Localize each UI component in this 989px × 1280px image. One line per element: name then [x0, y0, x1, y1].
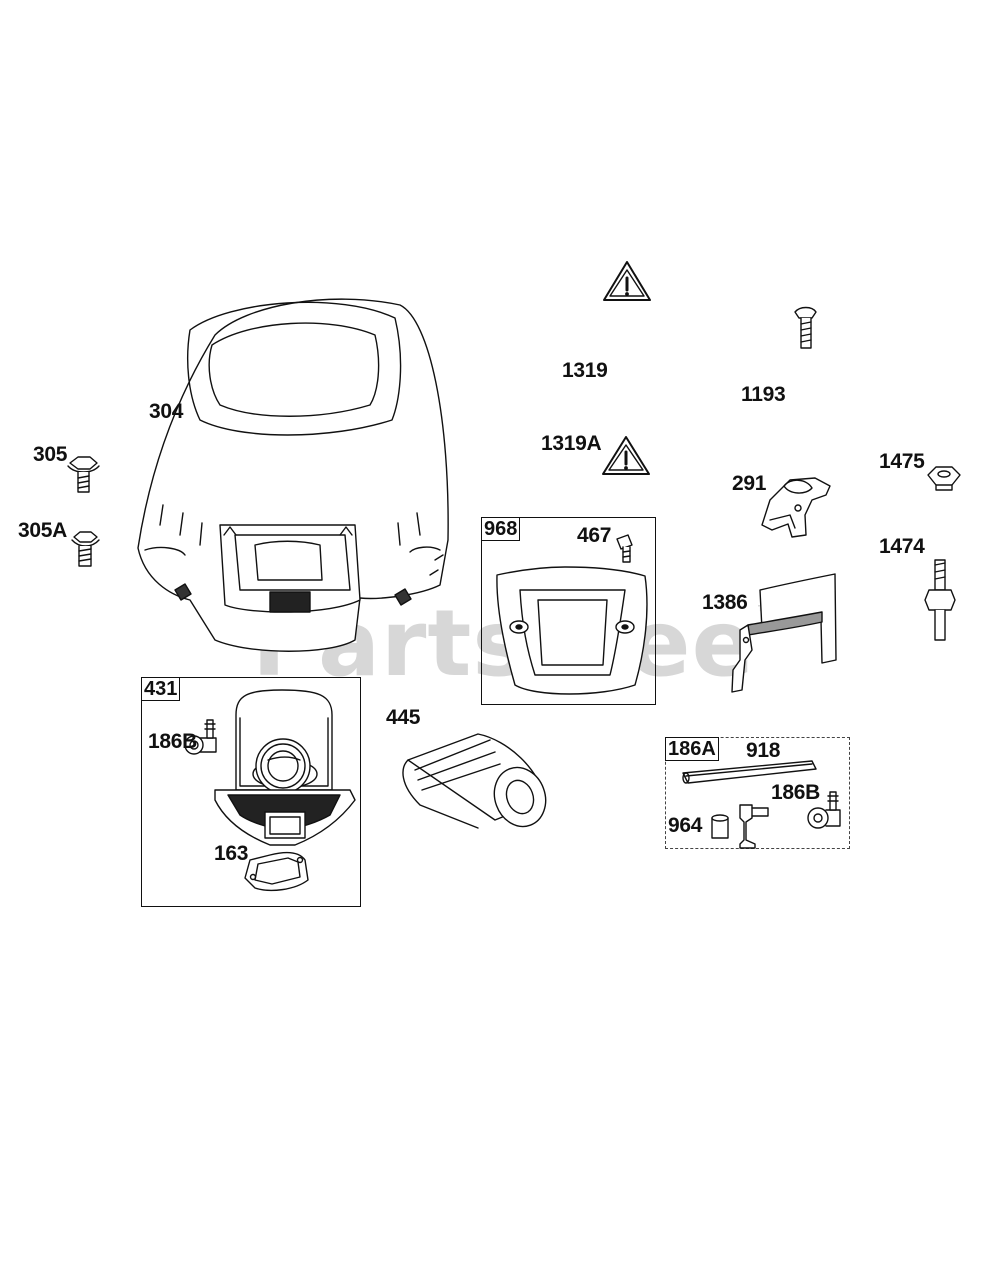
- group-box-186a: [665, 737, 850, 849]
- part-label-918[interactable]: 918: [746, 739, 781, 762]
- nut-1475[interactable]: [927, 466, 961, 491]
- sleeve-964[interactable]: [711, 814, 729, 839]
- bracket-1386[interactable]: [731, 573, 837, 693]
- bolt-305a[interactable]: [71, 531, 100, 567]
- elbow-fitting-186b-right[interactable]: [807, 791, 841, 829]
- part-label-305[interactable]: 305: [33, 443, 68, 466]
- fitting-middle[interactable]: [739, 804, 769, 849]
- part-label-964[interactable]: 964: [668, 814, 703, 837]
- part-label-445[interactable]: 445: [386, 706, 421, 729]
- bolt-305[interactable]: [67, 456, 100, 493]
- group-tag-186a[interactable]: 186A: [665, 737, 719, 761]
- part-label-163[interactable]: 163: [214, 842, 249, 865]
- gasket-163[interactable]: [244, 851, 309, 892]
- hose-918[interactable]: [682, 760, 817, 784]
- warning-label-1319a[interactable]: [602, 436, 650, 475]
- part-label-305a[interactable]: 305A: [18, 519, 68, 542]
- warning-label-1319[interactable]: [603, 261, 651, 301]
- filter-element-445[interactable]: [402, 733, 554, 834]
- part-label-1319a[interactable]: 1319A: [541, 432, 602, 455]
- elbow-fitting-186b-left[interactable]: [184, 719, 217, 755]
- air-filter-base-431[interactable]: [214, 689, 356, 846]
- group-box-968: [481, 517, 656, 705]
- part-label-1475[interactable]: 1475: [879, 450, 925, 473]
- part-label-467[interactable]: 467: [577, 524, 612, 547]
- part-label-186b-left[interactable]: 186B: [148, 730, 198, 753]
- blower-housing-304[interactable]: [137, 298, 449, 652]
- part-label-1319[interactable]: 1319: [562, 359, 608, 382]
- part-label-186b-right[interactable]: 186B: [771, 781, 821, 804]
- part-label-1474[interactable]: 1474: [879, 535, 925, 558]
- part-label-304[interactable]: 304: [149, 400, 184, 423]
- screw-467[interactable]: [616, 534, 633, 563]
- part-label-1193[interactable]: 1193: [741, 383, 786, 406]
- group-tag-431[interactable]: 431: [141, 677, 181, 701]
- part-label-291[interactable]: 291: [732, 472, 767, 495]
- stud-1474[interactable]: [924, 559, 956, 641]
- screw-1193[interactable]: [794, 306, 817, 349]
- group-tag-968[interactable]: 968: [481, 517, 521, 541]
- air-cleaner-cover-968[interactable]: [496, 566, 648, 695]
- group-box-431: [141, 677, 361, 907]
- part-label-1386[interactable]: 1386: [702, 591, 748, 614]
- bracket-291[interactable]: [761, 477, 831, 538]
